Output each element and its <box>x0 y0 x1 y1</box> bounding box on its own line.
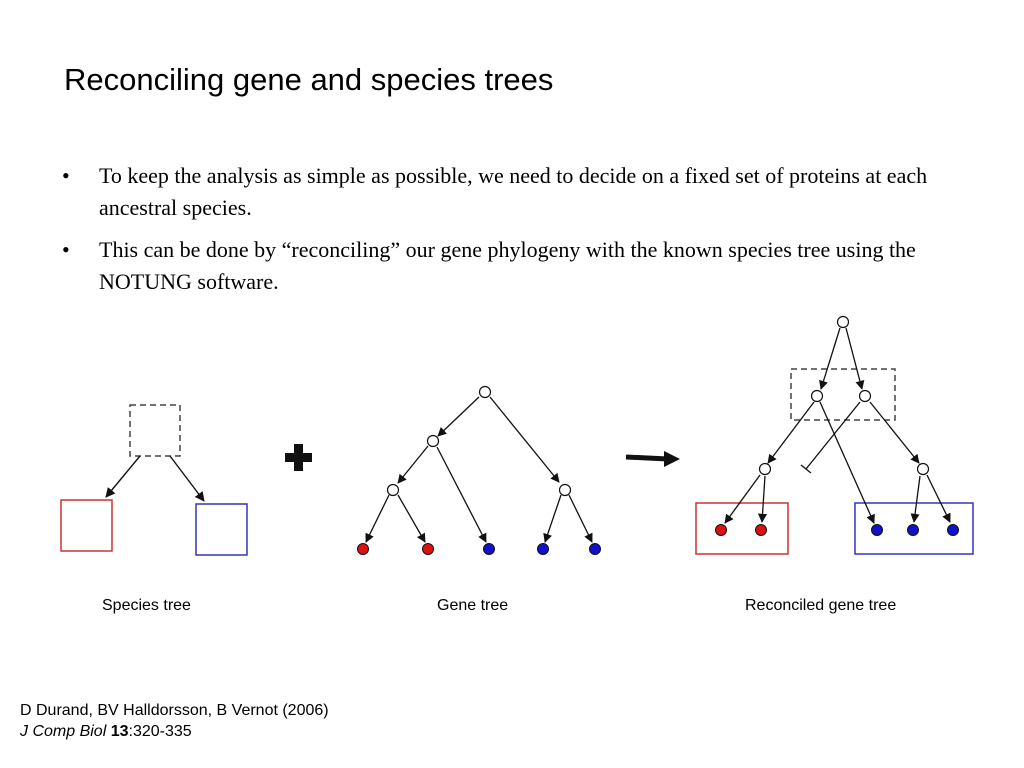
citation: D Durand, BV Halldorsson, B Vernot (2006… <box>20 700 329 742</box>
species-tree <box>60 404 248 556</box>
red-gene-leaf <box>422 543 434 555</box>
gene-edge <box>436 446 487 543</box>
slide-title: Reconciling gene and species trees <box>64 62 554 97</box>
plus-icon <box>285 444 312 471</box>
blue-species-box <box>195 503 248 556</box>
reconciled-internal-node <box>916 462 930 476</box>
citation-volume: 13 <box>110 723 129 740</box>
duplication-box <box>790 368 896 421</box>
red-species-box <box>695 502 789 555</box>
citation-authors: D Durand, BV Halldorsson, B Vernot (2006… <box>20 702 329 719</box>
species-tree-caption: Species tree <box>102 597 191 614</box>
blue-gene-leaf <box>589 543 601 555</box>
gene-edge <box>437 396 480 437</box>
blue-gene-leaf <box>537 543 549 555</box>
gene-internal-node <box>426 434 440 448</box>
duplication-node <box>858 389 872 403</box>
species-edge <box>169 455 205 502</box>
reconciled-edge <box>767 401 815 464</box>
citation-journal: J Comp Biol <box>20 723 107 740</box>
gene-tree <box>357 385 601 555</box>
blue-gene-leaf <box>871 524 883 536</box>
reconciled-root-node <box>836 315 850 329</box>
red-species-box <box>60 499 113 552</box>
red-gene-leaf <box>715 524 727 536</box>
species-edge <box>105 455 141 498</box>
bullet-text: This can be done by “reconciling” our ge… <box>99 237 916 294</box>
blue-gene-leaf <box>907 524 919 536</box>
duplication-node <box>810 389 824 403</box>
reconciled-edge <box>869 401 920 464</box>
arrow-right-icon <box>625 451 680 467</box>
reconciled-edge <box>724 474 761 524</box>
reconciled-internal-node <box>758 462 772 476</box>
gene-internal-node <box>478 385 492 399</box>
gene-loss-edge <box>805 401 861 470</box>
gene-edge <box>397 445 429 484</box>
reconciled-edge <box>845 327 865 390</box>
red-gene-leaf <box>357 543 369 555</box>
gene-loss-mark <box>800 464 812 474</box>
bullet-item: • This can be done by “reconciling” our … <box>62 234 962 298</box>
gene-internal-node <box>558 483 572 497</box>
gene-edge <box>365 494 390 543</box>
reconciled-tree-caption: Reconciled gene tree <box>745 597 897 614</box>
gene-tree-caption: Gene tree <box>437 597 509 614</box>
blue-species-box <box>854 502 974 555</box>
reconciled-gene-tree <box>695 315 974 555</box>
citation-pages: :320-335 <box>128 723 192 740</box>
bullet-symbol: • <box>62 237 70 262</box>
bullet-item: • To keep the analysis as simple as poss… <box>62 160 962 224</box>
reconciled-edge <box>757 475 768 523</box>
reconciled-edge <box>910 475 921 523</box>
reconciled-edge <box>819 327 841 390</box>
blue-gene-leaf <box>947 524 959 536</box>
reconciled-edge <box>926 474 951 523</box>
citation-source: J Comp Biol 13:320-335 <box>20 721 329 742</box>
gene-edge <box>543 494 562 543</box>
reconciled-edge <box>819 401 875 524</box>
gene-edge <box>568 494 593 543</box>
bullet-symbol: • <box>62 163 70 188</box>
ancestral-species-box <box>129 404 181 457</box>
gene-edge <box>489 396 560 483</box>
red-gene-leaf <box>755 524 767 536</box>
blue-gene-leaf <box>483 543 495 555</box>
gene-internal-node <box>386 483 400 497</box>
gene-edge <box>397 494 426 543</box>
bullet-text: To keep the analysis as simple as possib… <box>99 163 928 220</box>
bullet-list: • To keep the analysis as simple as poss… <box>62 160 962 308</box>
